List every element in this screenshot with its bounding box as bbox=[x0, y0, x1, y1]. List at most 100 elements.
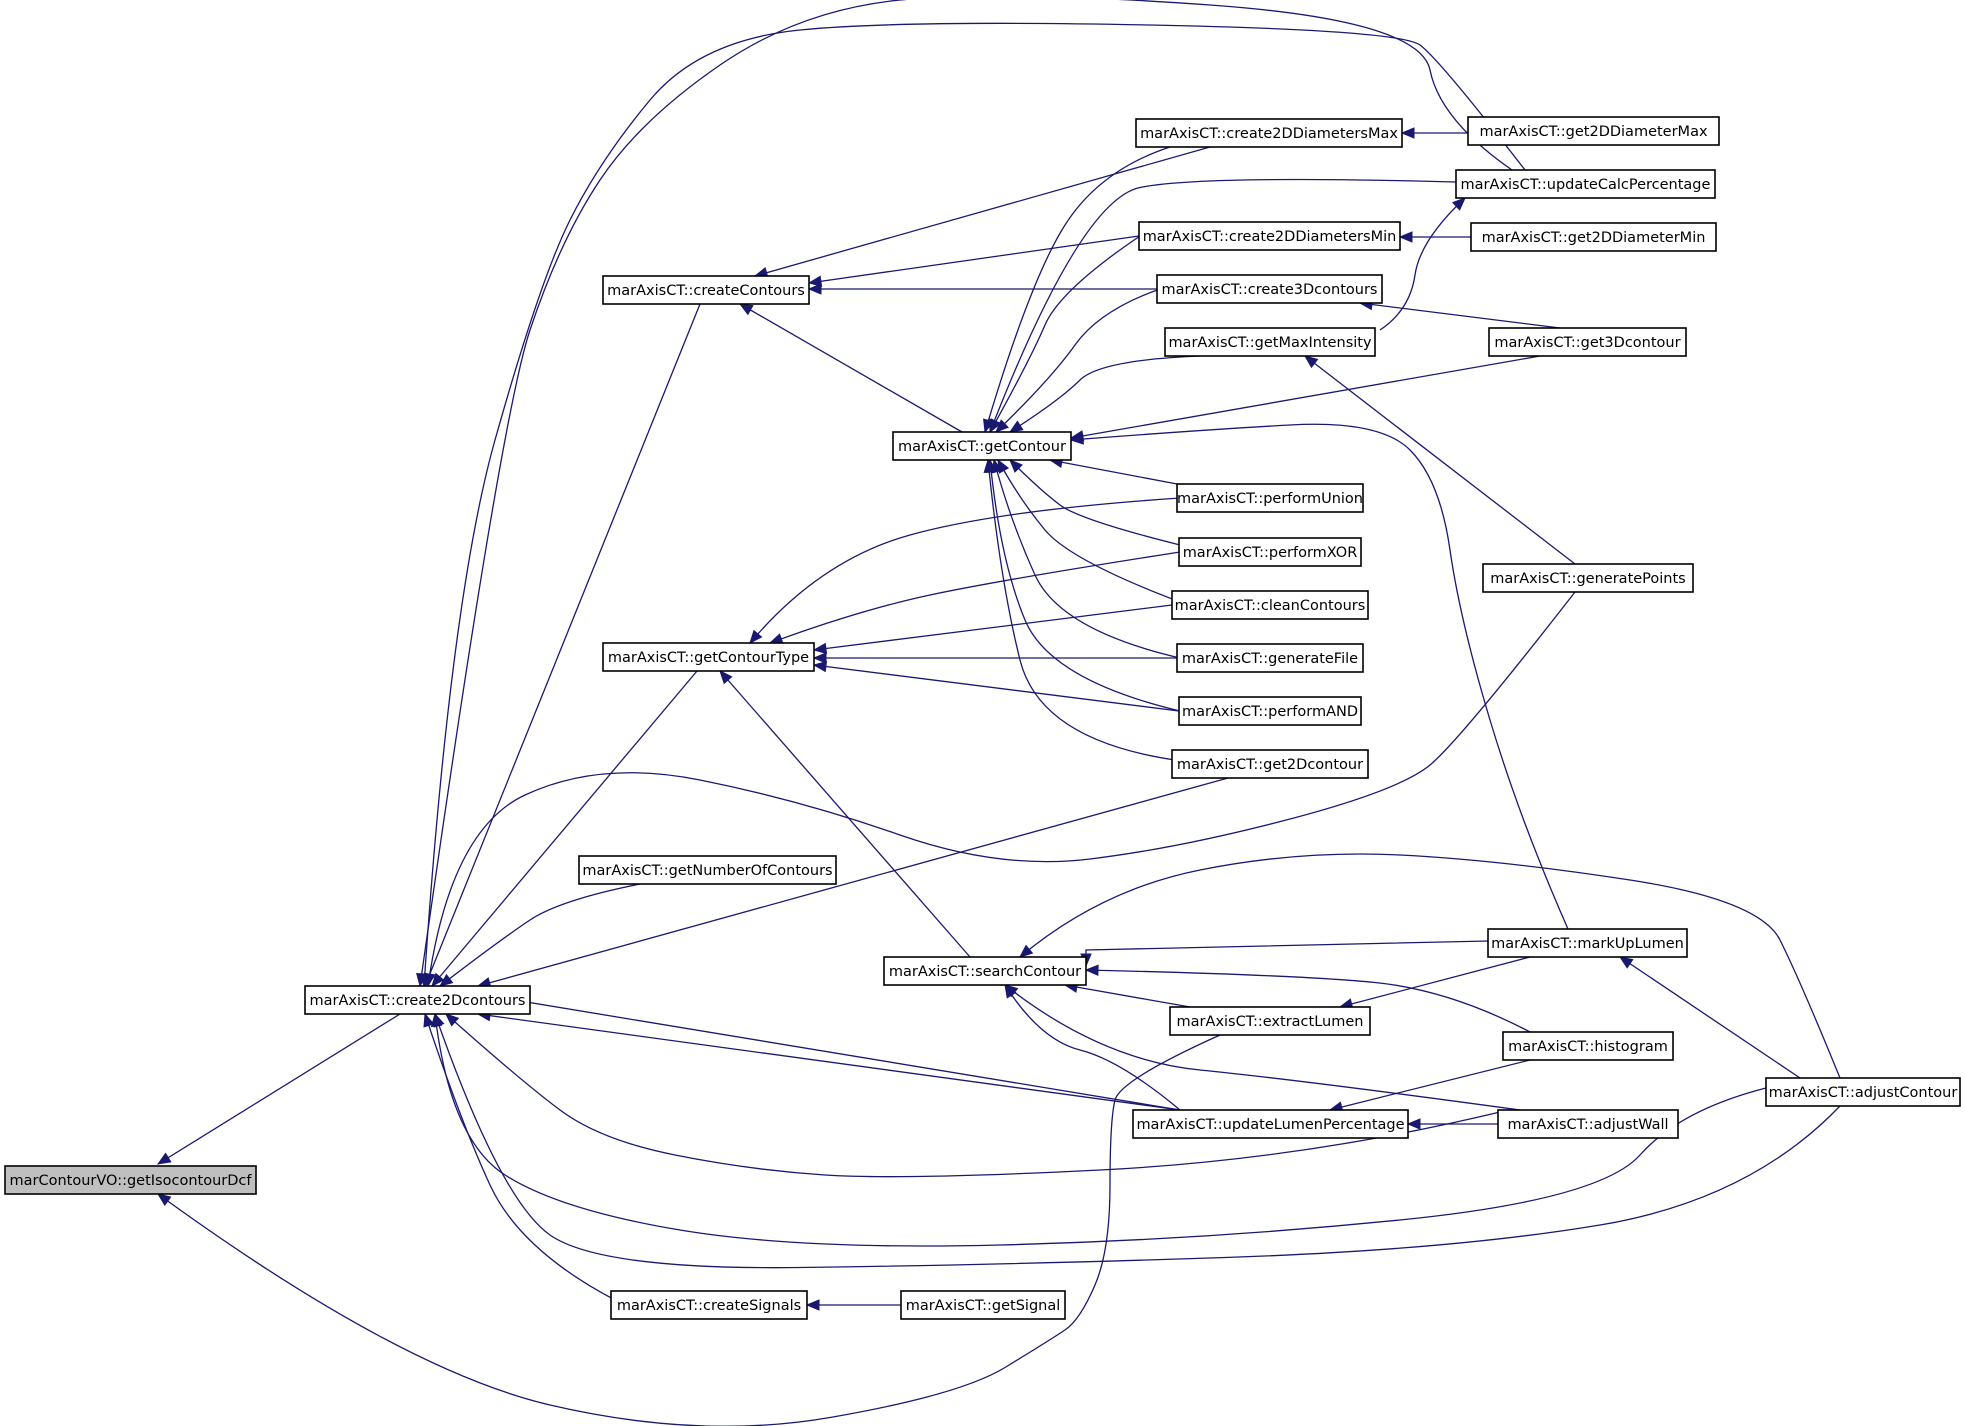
edge-get-contour-type-to-create2-dcontours bbox=[431, 670, 698, 987]
node-get-max-intensity[interactable]: marAxisCT::getMaxIntensity bbox=[1164, 327, 1376, 357]
edge-line bbox=[1070, 423, 1569, 930]
edge-line bbox=[1339, 956, 1531, 1008]
edge-histogram-to-search-contour bbox=[1084, 964, 1531, 1033]
node-get3-dcontour[interactable]: marAxisCT::get3Dcontour bbox=[1488, 327, 1687, 357]
node-get-contour[interactable]: marAxisCT::getContour bbox=[892, 431, 1072, 461]
node-search-contour[interactable]: marAxisCT::searchContour bbox=[883, 956, 1087, 986]
node-create-signals[interactable]: marAxisCT::createSignals bbox=[610, 1290, 808, 1320]
edge-line bbox=[1304, 355, 1576, 565]
node-label: marAxisCT::get3Dcontour bbox=[1494, 335, 1680, 351]
node-label: marAxisCT::createSignals bbox=[617, 1298, 801, 1314]
node-get-contour-type[interactable]: marAxisCT::getContourType bbox=[602, 642, 815, 672]
node-label: marAxisCT::get2DDiameterMin bbox=[1482, 230, 1706, 246]
edge-perform-and-to-get-contour-type bbox=[812, 660, 1180, 712]
edge-adjust-contour-to-search-contour bbox=[1019, 853, 1841, 1079]
node-box bbox=[1176, 643, 1364, 673]
arrowhead bbox=[419, 973, 431, 988]
edge-line bbox=[769, 551, 1181, 644]
node-perform-union[interactable]: marAxisCT::performUnion bbox=[1176, 483, 1364, 513]
node-get2-ddiameter-min[interactable]: marAxisCT::get2DDiameterMin bbox=[1470, 222, 1717, 252]
edge-line bbox=[754, 146, 1211, 277]
edge-adjust-contour-to-create2-dcontours bbox=[433, 1012, 1841, 1269]
node-create2-dcontours[interactable]: marAxisCT::create2Dcontours bbox=[304, 985, 531, 1015]
arrowhead bbox=[1406, 1118, 1421, 1130]
node-box bbox=[892, 431, 1072, 461]
node-adjust-contour[interactable]: marAxisCT::adjustContour bbox=[1765, 1077, 1961, 1107]
edge-get2-dcontour-to-get-contour bbox=[983, 458, 1176, 761]
node-box bbox=[1178, 696, 1362, 726]
node-box bbox=[1502, 1031, 1674, 1061]
arrowhead bbox=[805, 1299, 820, 1311]
arrowhead bbox=[983, 458, 995, 474]
node-box bbox=[1156, 274, 1383, 304]
edge-histogram-to-update-lumen-percentage bbox=[1328, 1059, 1531, 1113]
node-label: marAxisCT::markUpLumen bbox=[1491, 936, 1684, 952]
node-update-calc-percentage[interactable]: marAxisCT::updateCalcPercentage bbox=[1455, 169, 1716, 199]
node-label: marAxisCT::getSignal bbox=[906, 1298, 1061, 1314]
node-mark-up-lumen[interactable]: marAxisCT::markUpLumen bbox=[1487, 928, 1688, 958]
node-create3-dcontours[interactable]: marAxisCT::create3Dcontours bbox=[1156, 274, 1383, 304]
edge-get2-ddiameter-max-to-create2-ddiameters-max bbox=[1400, 127, 1468, 139]
node-label: marAxisCT::cleanContours bbox=[1175, 598, 1366, 614]
arrowhead bbox=[995, 419, 1009, 433]
node-box bbox=[1455, 169, 1716, 199]
node-generate-points[interactable]: marAxisCT::generatePoints bbox=[1482, 563, 1694, 593]
arrowhead bbox=[812, 642, 828, 655]
edge-get-number-of-contours-to-create2-dcontours bbox=[438, 883, 641, 987]
edge-perform-xor-to-get-contour bbox=[1009, 459, 1181, 546]
node-label: marAxisCT::performAND bbox=[1182, 704, 1358, 720]
node-box bbox=[610, 1290, 808, 1320]
node-perform-xor[interactable]: marAxisCT::performXOR bbox=[1178, 537, 1362, 567]
node-create2-ddiameters-max[interactable]: marAxisCT::create2DDiametersMax bbox=[1135, 118, 1403, 148]
edge-line bbox=[157, 1013, 401, 1165]
edge-line bbox=[739, 303, 963, 433]
edge-get-signal-to-create-signals bbox=[805, 1299, 901, 1311]
arrowhead bbox=[423, 1012, 435, 1028]
edge-line bbox=[1619, 956, 1801, 1079]
node-get2-dcontour[interactable]: marAxisCT::get2Dcontour bbox=[1171, 749, 1369, 779]
node-box bbox=[1497, 1109, 1679, 1139]
edge-generate-file-to-get-contour-type bbox=[812, 652, 1177, 664]
arrowhead bbox=[445, 1013, 460, 1027]
node-box bbox=[578, 855, 837, 885]
node-get-signal[interactable]: marAxisCT::getSignal bbox=[900, 1290, 1066, 1320]
node-update-lumen-percentage[interactable]: marAxisCT::updateLumenPercentage bbox=[1132, 1109, 1409, 1139]
node-adjust-wall[interactable]: marAxisCT::adjustWall bbox=[1497, 1109, 1679, 1139]
edge-perform-and-to-get-contour bbox=[985, 458, 1181, 712]
node-label: marAxisCT::adjustWall bbox=[1507, 1117, 1668, 1133]
node-get2-ddiameter-max[interactable]: marAxisCT::get2DDiameterMax bbox=[1467, 116, 1720, 146]
arrowhead bbox=[1398, 231, 1413, 243]
edge-clean-contours-to-get-contour-type bbox=[812, 604, 1173, 655]
node-histogram[interactable]: marAxisCT::histogram bbox=[1502, 1031, 1674, 1061]
arrowhead bbox=[156, 1193, 172, 1207]
node-create2-ddiameters-min[interactable]: marAxisCT::create2DDiametersMin bbox=[1138, 221, 1401, 251]
edge-perform-union-to-get-contour-type bbox=[749, 497, 1181, 644]
edge-line bbox=[1064, 984, 1191, 1008]
edge-line bbox=[1009, 459, 1181, 546]
node-perform-and[interactable]: marAxisCT::performAND bbox=[1178, 696, 1362, 726]
node-label: marAxisCT::searchContour bbox=[889, 964, 1081, 980]
node-clean-contours[interactable]: marAxisCT::cleanContours bbox=[1171, 590, 1369, 620]
node-box bbox=[1470, 222, 1717, 252]
node-get-number-of-contours[interactable]: marAxisCT::getNumberOfContours bbox=[578, 855, 837, 885]
arrowhead bbox=[989, 418, 1002, 434]
edge-create3-dcontours-to-create-contours bbox=[807, 283, 1157, 295]
node-label: marContourVO::getIsocontourDcf bbox=[10, 1173, 253, 1189]
edge-line bbox=[995, 288, 1161, 433]
edge-line bbox=[987, 459, 1176, 761]
node-box bbox=[1467, 116, 1720, 146]
edge-get3-dcontour-to-get-contour bbox=[1069, 355, 1541, 442]
arrowhead bbox=[738, 303, 754, 316]
edge-mark-up-lumen-to-extract-lumen bbox=[1338, 956, 1531, 1010]
edge-line bbox=[1359, 302, 1561, 329]
edge-adjust-contour-to-mark-up-lumen bbox=[1618, 956, 1801, 1079]
node-get-isocontour-dcf[interactable]: marContourVO::getIsocontourDcf bbox=[4, 1165, 257, 1195]
node-create-contours[interactable]: marAxisCT::createContours bbox=[602, 275, 810, 305]
edge-line bbox=[984, 146, 1171, 433]
node-generate-file[interactable]: marAxisCT::generateFile bbox=[1176, 643, 1364, 673]
node-box bbox=[1178, 537, 1362, 567]
edge-line bbox=[749, 497, 1181, 644]
node-extract-lumen[interactable]: marAxisCT::extractLumen bbox=[1169, 1006, 1371, 1036]
edge-search-contour-to-get-contour-type bbox=[719, 670, 971, 958]
edge-line bbox=[477, 777, 1229, 987]
